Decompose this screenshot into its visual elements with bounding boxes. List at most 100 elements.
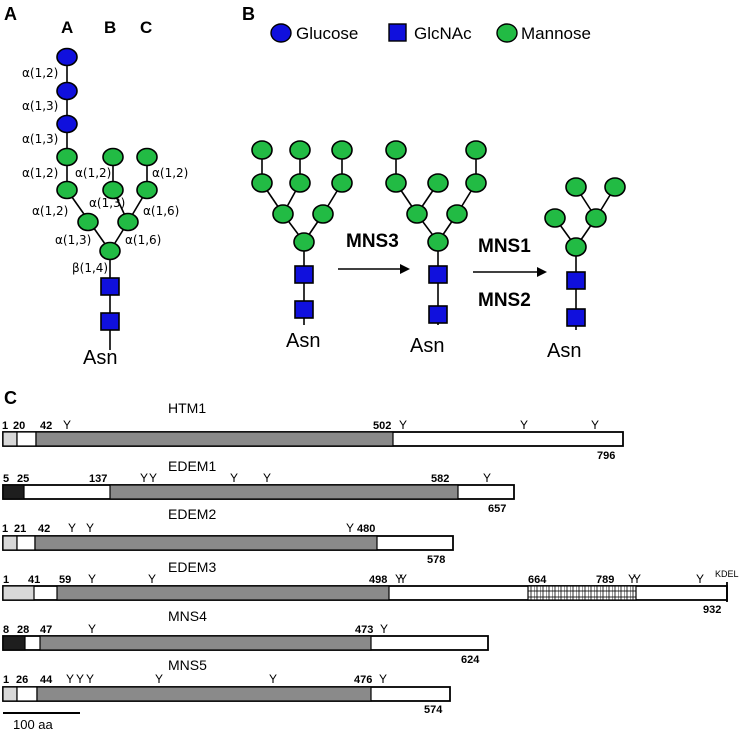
- linkage-label: α(1,3): [89, 196, 125, 210]
- linkage-label: α(1,3): [55, 233, 91, 247]
- position-number: 789: [596, 574, 614, 586]
- glycosylation-site-icon: Y: [63, 418, 71, 432]
- mannose-icon: [56, 147, 78, 167]
- position-number: 41: [28, 574, 40, 586]
- glycosylation-site-icon: Y: [628, 572, 636, 586]
- glycosylation-site-icon: Y: [346, 521, 354, 535]
- glcnac-icon: [100, 312, 120, 331]
- position-number: 1: [2, 523, 8, 535]
- mannose-icon: [102, 147, 124, 167]
- protein-length: 574: [424, 704, 443, 716]
- mannose-icon: [102, 180, 124, 200]
- glycosylation-site-icon: Y: [86, 672, 94, 686]
- linkage-label: α(1,6): [143, 204, 179, 218]
- linkage-label: α(1,3): [22, 132, 58, 146]
- protein-length: 932: [703, 604, 721, 616]
- position-number: 47: [40, 624, 52, 636]
- kdel-tag: KDEL: [715, 569, 739, 579]
- asn-label: Asn: [83, 347, 117, 369]
- glcnac-icon: [100, 277, 120, 296]
- asn-label: Asn: [547, 340, 581, 362]
- protein-name: EDEM1: [168, 458, 216, 474]
- linkage-label: α(1,2): [22, 66, 58, 80]
- position-number: 137: [89, 473, 107, 485]
- position-number: 480: [357, 523, 375, 535]
- glycosylation-site-icon: Y: [520, 418, 528, 432]
- protein-edem2: EDEM2 1 21 42 480 578 Y Y Y: [2, 506, 454, 566]
- protein-name: MNS4: [168, 608, 207, 624]
- linkage-label: α(1,2): [32, 204, 68, 218]
- glycosylation-site-icon: Y: [148, 572, 156, 586]
- glucose-icon: [56, 81, 78, 101]
- mannose-icon: [136, 147, 158, 167]
- glycan-structure-man5: [544, 177, 626, 330]
- panel-c-label: C: [4, 388, 17, 408]
- position-number: 42: [40, 420, 52, 432]
- protein-htm1: HTM1 1 20 42 502 796 Y Y Y Y: [2, 400, 624, 462]
- glucose-icon: [56, 47, 78, 67]
- column-b-label: B: [104, 18, 116, 37]
- glycosylation-site-icon: Y: [155, 672, 163, 686]
- glucose-legend-icon: [270, 23, 292, 43]
- position-number: 473: [355, 624, 373, 636]
- glycosylation-site-icon: Y: [149, 471, 157, 485]
- position-number: 59: [59, 574, 71, 586]
- glucose-icon: [56, 114, 78, 134]
- glycosylation-site-icon: Y: [399, 572, 407, 586]
- glycosylation-site-icon: Y: [380, 622, 388, 636]
- enzyme-mns1: MNS1: [478, 236, 531, 257]
- glycosylation-site-icon: Y: [633, 572, 641, 586]
- glycosylation-site-icon: Y: [66, 672, 74, 686]
- mannose-icon: [99, 241, 121, 261]
- glycan-structure-man9: [251, 140, 353, 325]
- protein-edem1: EDEM1 5 25 137 582 657 Y Y Y Y Y: [2, 458, 515, 515]
- glycosylation-site-icon: Y: [483, 471, 491, 485]
- position-number: 26: [16, 674, 28, 686]
- mannose-icon: [56, 180, 78, 200]
- linkage-label: α(1,2): [22, 166, 58, 180]
- position-number: 44: [40, 674, 53, 686]
- glycosylation-site-icon: Y: [88, 622, 96, 636]
- protein-mns4: MNS4 8 28 47 473 624 Y Y: [2, 608, 489, 666]
- mannose-icon: [136, 180, 158, 200]
- panel-a-label: A: [4, 4, 17, 24]
- mannose-icon: [117, 212, 139, 232]
- position-number: 21: [14, 523, 26, 535]
- glycosylation-site-icon: Y: [263, 471, 271, 485]
- position-number: 1: [3, 574, 9, 586]
- glycosylation-site-icon: Y: [696, 572, 704, 586]
- legend: Glucose GlcNAc Mannose: [270, 23, 591, 43]
- linkage-label: α(1,6): [125, 233, 161, 247]
- glcnac-legend-icon: [388, 23, 407, 42]
- panel-b-label: B: [242, 4, 255, 24]
- protein-length: 657: [488, 503, 506, 515]
- asn-label: Asn: [286, 330, 320, 352]
- scale-bar-label: 100 aa: [13, 717, 54, 732]
- protein-name: EDEM3: [168, 559, 216, 575]
- glycosylation-site-icon: Y: [140, 471, 148, 485]
- column-c-label: C: [140, 18, 152, 37]
- column-a-label: A: [61, 18, 73, 37]
- glycosylation-site-icon: Y: [230, 471, 238, 485]
- asn-label: Asn: [410, 335, 444, 357]
- position-number: 664: [528, 574, 547, 586]
- protein-name: HTM1: [168, 400, 206, 416]
- position-number: 498: [369, 574, 387, 586]
- glycan-structure-man8: [385, 140, 487, 325]
- glycosylation-site-icon: Y: [395, 572, 403, 586]
- glycosylation-site-icon: Y: [76, 672, 84, 686]
- position-number: 28: [17, 624, 29, 636]
- protein-length: 796: [597, 450, 615, 462]
- position-number: 1: [2, 420, 8, 432]
- position-number: 5: [3, 473, 9, 485]
- glycosylation-site-icon: Y: [68, 521, 76, 535]
- enzyme-mns3: MNS3: [346, 231, 399, 252]
- position-number: 42: [38, 523, 50, 535]
- linkage-label: α(1,2): [75, 166, 111, 180]
- protein-edem3: EDEM3 1 41 59 498 664 789 932 KDEL Y Y Y…: [2, 559, 739, 616]
- glycosylation-site-icon: Y: [591, 418, 599, 432]
- glycosylation-site-icon: Y: [269, 672, 277, 686]
- position-number: 1: [3, 674, 9, 686]
- protein-name: EDEM2: [168, 506, 216, 522]
- mannose-legend-icon: [496, 23, 518, 43]
